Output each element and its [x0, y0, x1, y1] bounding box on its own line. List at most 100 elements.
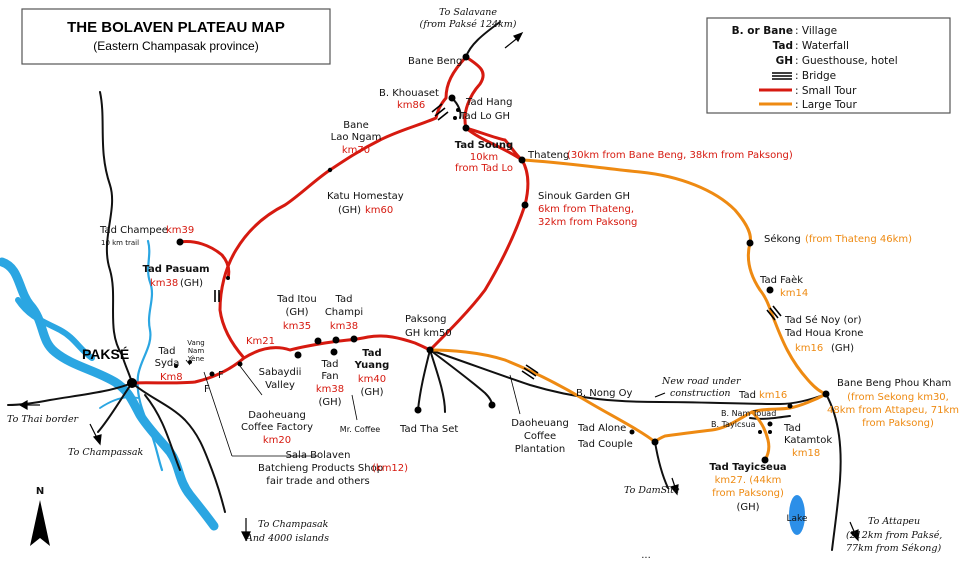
b-nong-oy-label: B. Nong Oy	[576, 388, 633, 399]
tad-champee-km: km39	[166, 225, 194, 236]
sala-label: Sala Bolaven	[286, 450, 351, 461]
b-nam-touad-label: B. Nam Touad	[721, 409, 776, 418]
title-box: THE BOLAVEN PLATEAU MAP (Eastern Champas…	[21, 8, 331, 65]
b-nam-touad-dot	[768, 430, 772, 434]
tad-syda-dot	[174, 364, 178, 368]
black-roads	[7, 21, 842, 551]
legend-gh-key: GH	[776, 55, 793, 67]
tad-yuang-label: Tad	[362, 348, 381, 359]
road-tad-tha-set-2	[429, 349, 446, 413]
arrow-champasak-icon	[241, 518, 251, 542]
to-champassak-label: To Champassak	[68, 447, 144, 458]
bane-beng-pk-note: (from Sekong km30,	[847, 392, 949, 403]
legend-village-key: B. or Bane	[732, 25, 793, 37]
river-branch	[99, 396, 139, 409]
large-tour-route	[428, 158, 828, 462]
bane-lao-ngam-label-2: Lao Ngam	[331, 132, 382, 143]
tad-soung-label: Tad Soung	[455, 140, 513, 151]
legend: B. or Bane : Village Tad : Waterfall GH …	[706, 17, 951, 114]
road-north-pakse	[99, 91, 133, 384]
north-arrow: N	[30, 486, 50, 546]
bane-beng-pk-dot	[822, 390, 830, 398]
sala-km: (km12)	[372, 463, 408, 474]
katu-gh: (GH)	[338, 205, 361, 216]
arrows	[18, 31, 859, 542]
arrow-damsite-icon	[669, 477, 679, 496]
tad-champee-label: Tad Champee	[99, 225, 168, 236]
legend-waterfall-value: : Waterfall	[795, 40, 849, 52]
tad-katamtok-label-2: Katamtok	[784, 435, 832, 446]
bane-lao-ngam-km: km70	[342, 145, 370, 156]
pakse-dot	[127, 378, 137, 388]
tad-pasuam-dot	[226, 276, 230, 280]
dao-plant-label-3: Plantation	[515, 444, 565, 455]
dao-plant-label-2: Coffee	[524, 431, 556, 442]
road-lake	[749, 415, 791, 420]
road-to-champassak	[97, 382, 133, 433]
arrow-champassak-icon	[89, 423, 102, 446]
f-label-2: F	[218, 370, 224, 381]
tad-alone-label: Tad Alone	[577, 423, 626, 434]
place-labels: To Salavane (from Paksé 124km) Bane Beng…	[7, 7, 959, 561]
sala-label-3: fair trade and others	[266, 476, 369, 487]
sala-label-2: Batchieng Products Shop	[258, 463, 383, 474]
tad-itou-label: Tad Itou	[276, 294, 316, 305]
tad-katamtok-km: km18	[792, 448, 820, 459]
tad-fan-label: Tad	[321, 359, 339, 370]
tad-itou-dot	[314, 337, 322, 345]
legend-gh-value: : Guesthouse, hotel	[795, 55, 898, 67]
km8-label: Km8	[160, 372, 183, 383]
tad-km16-km: km16	[759, 390, 787, 401]
bane-beng-label: Bane Beng	[408, 56, 462, 67]
tad-hang-dot	[456, 108, 460, 112]
sinouk-distance: 6km from Thateng,	[538, 204, 634, 215]
tad-fan-km: km38	[316, 384, 344, 395]
legend-bridge-icon	[772, 72, 792, 80]
ellipsis-label: ...	[641, 550, 651, 561]
tad-pasuam-label: Tad Pasuam	[143, 264, 210, 275]
tad-faek-km: km14	[780, 288, 808, 299]
tad-couple-label: Tad Couple	[577, 439, 633, 450]
bane-beng-pk-note-2: 48km from Attapeu, 71km	[827, 405, 959, 416]
f-label-1: F	[204, 384, 210, 395]
sedone-river	[136, 239, 164, 472]
road-tad-couple	[654, 441, 669, 489]
sekong-note: (from Thateng 46km)	[805, 234, 912, 245]
tad-yuang-km: km40	[358, 374, 386, 385]
tad-hang-label: Tad Hang	[465, 97, 512, 108]
tad-yuang-gh: (GH)	[360, 387, 383, 398]
bridge-icon	[431, 103, 449, 121]
sabaydii-dot	[294, 351, 302, 359]
pointer-lines	[185, 359, 521, 457]
dao-factory-dot	[237, 361, 243, 367]
paksong-label: Paksong	[405, 314, 447, 325]
b-tayicsua-label: B. Tayicsua	[711, 420, 756, 429]
road-tad-tha-set	[417, 349, 431, 411]
b-tayicsua-dot	[758, 430, 762, 434]
legend-small-tour-value: : Small Tour	[795, 85, 857, 97]
tad-tayicseua-distance: km27. (44km	[715, 475, 782, 486]
tad-km16-dot	[787, 403, 793, 409]
vang-nam-dot	[188, 360, 192, 364]
trail-label: 10 km trail	[101, 239, 139, 247]
road-pakse-south-2	[144, 394, 181, 471]
tad-fan-dot	[330, 348, 338, 356]
north-arrow-icon	[30, 500, 50, 546]
tad-fan-gh: (GH)	[318, 397, 341, 408]
tad-syda-label: Tad	[158, 346, 176, 357]
katu-dot	[327, 167, 333, 173]
tad-couple-dot	[651, 438, 659, 446]
map-subtitle: (Eastern Champasak province)	[93, 39, 258, 53]
sekong-label: Sékong	[764, 233, 801, 245]
tad-itou-km: km35	[283, 321, 311, 332]
sinouk-dot	[521, 201, 529, 209]
katu-label: Katu Homestay	[327, 191, 404, 202]
legend-large-tour-value: : Large Tour	[795, 99, 857, 111]
vang-nam-label-3: Yène	[187, 355, 204, 363]
large-tour-tayicseua	[750, 410, 771, 462]
tad-pasuam-km: km38	[150, 278, 178, 289]
tad-tha-set-label: Tad Tha Set	[399, 424, 458, 435]
vang-nam-label: Vang	[187, 339, 204, 347]
small-tour-spur-soung	[464, 126, 524, 162]
mekong-river	[0, 257, 219, 531]
